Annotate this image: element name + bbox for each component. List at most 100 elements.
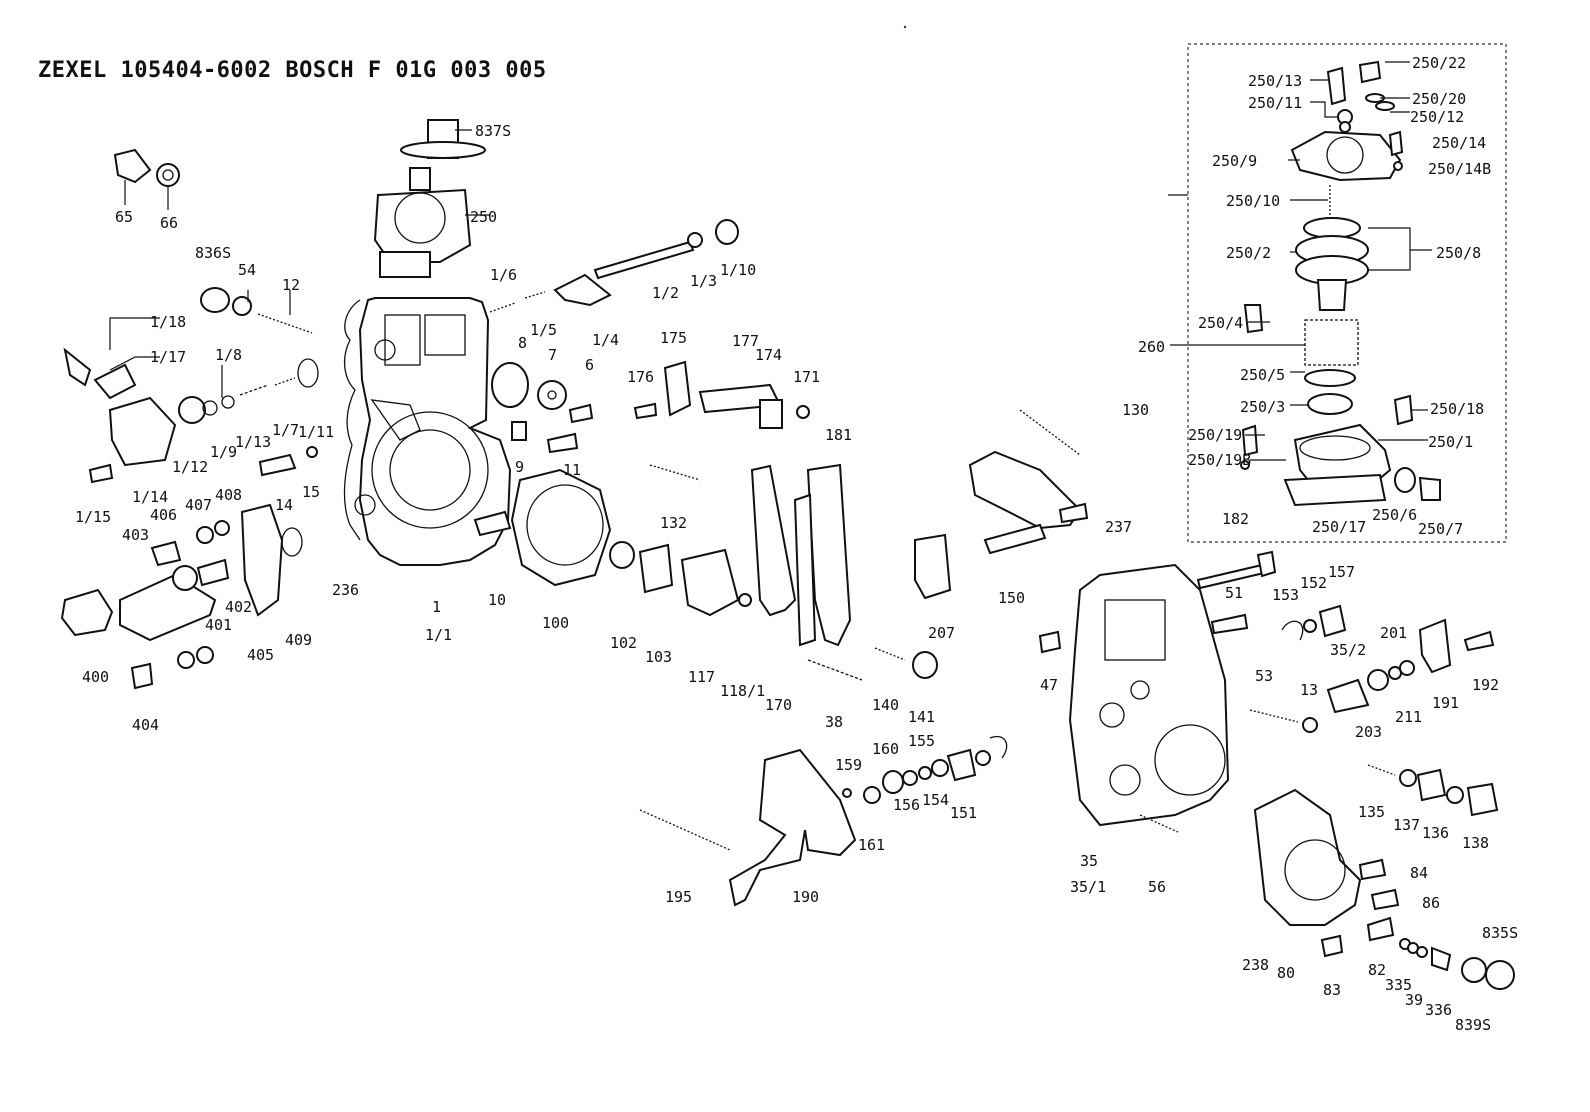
part-label-250-12: 250/12 bbox=[1410, 108, 1464, 126]
part-label-403: 403 bbox=[122, 526, 149, 544]
part-label-161: 161 bbox=[858, 836, 885, 854]
part-label-236: 236 bbox=[332, 581, 359, 599]
part-label-1-12: 1/12 bbox=[172, 458, 208, 476]
part-label-15: 15 bbox=[302, 483, 320, 501]
part-label-250-19b: 250/19B bbox=[1188, 451, 1251, 469]
part-label-177: 177 bbox=[732, 332, 759, 350]
part-label-405: 405 bbox=[247, 646, 274, 664]
cover-238 bbox=[1253, 788, 1362, 926]
part-label-155: 155 bbox=[908, 732, 935, 750]
part-label-335: 335 bbox=[1385, 976, 1412, 994]
part-label-250-19: 250/19 bbox=[1188, 426, 1242, 444]
part-label-160: 160 bbox=[872, 740, 899, 758]
part-label-250-6: 250/6 bbox=[1372, 506, 1417, 524]
part-label-409: 409 bbox=[285, 631, 312, 649]
part-label-1-10: 1/10 bbox=[720, 261, 756, 279]
part-label-181: 181 bbox=[825, 426, 852, 444]
part-label-6: 6 bbox=[585, 356, 594, 374]
part-label-1-13: 1/13 bbox=[235, 433, 271, 451]
part-label-250-17: 250/17 bbox=[1312, 518, 1366, 536]
part-label-136: 136 bbox=[1422, 824, 1449, 842]
part-label-137: 137 bbox=[1393, 816, 1420, 834]
detail-box-parts bbox=[1240, 60, 1441, 507]
part-label-207: 207 bbox=[928, 624, 955, 642]
part-label-82: 82 bbox=[1368, 961, 1386, 979]
part-label-837s: 837S bbox=[475, 122, 511, 140]
part-label-152: 152 bbox=[1300, 574, 1327, 592]
part-label-51: 51 bbox=[1225, 584, 1243, 602]
part-label-191: 191 bbox=[1432, 694, 1459, 712]
small-parts-15x bbox=[842, 735, 1008, 804]
part-label-118-1: 118/1 bbox=[720, 682, 765, 700]
leader-lines bbox=[109, 61, 1432, 461]
cover-250 bbox=[373, 119, 486, 278]
part-label-1: 1 bbox=[432, 598, 441, 616]
spring-132 bbox=[649, 464, 701, 481]
detail-box bbox=[1187, 43, 1507, 543]
part-label-250-10: 250/10 bbox=[1226, 192, 1280, 210]
part-label-407: 407 bbox=[185, 496, 212, 514]
part-label-80: 80 bbox=[1277, 964, 1295, 982]
shaft-parts bbox=[489, 219, 739, 313]
part-label-250-14b: 250/14B bbox=[1428, 160, 1491, 178]
part-label-839s: 839S bbox=[1455, 1016, 1491, 1034]
part-label-192: 192 bbox=[1472, 676, 1499, 694]
part-label-1-11: 1/11 bbox=[298, 423, 334, 441]
part-label-102: 102 bbox=[610, 634, 637, 652]
left-parts bbox=[60, 287, 319, 690]
part-label-1-7: 1/7 bbox=[272, 421, 299, 439]
part-label-14: 14 bbox=[275, 496, 293, 514]
housing-237 bbox=[1068, 563, 1230, 827]
part-label-38: 38 bbox=[825, 713, 843, 731]
part-label-39: 39 bbox=[1405, 991, 1423, 1009]
part-label-250-5: 250/5 bbox=[1240, 366, 1285, 384]
part-label-1-3: 1/3 bbox=[690, 272, 717, 290]
part-label-250-1: 250/1 bbox=[1428, 433, 1473, 451]
part-label-150: 150 bbox=[998, 589, 1025, 607]
part-label-408: 408 bbox=[215, 486, 242, 504]
part-label-1-17: 1/17 bbox=[150, 348, 186, 366]
screw-parts-38-141 bbox=[807, 647, 938, 681]
part-label-404: 404 bbox=[132, 716, 159, 734]
part-label-836s: 836S bbox=[195, 244, 231, 262]
part-label-250-20: 250/20 bbox=[1412, 90, 1466, 108]
part-label-12: 12 bbox=[282, 276, 300, 294]
gasket-236 bbox=[343, 299, 361, 541]
part-label-1-14: 1/14 bbox=[132, 488, 168, 506]
part-label-250-11: 250/11 bbox=[1248, 94, 1302, 112]
part-label-65: 65 bbox=[115, 208, 133, 226]
part-label-400: 400 bbox=[82, 668, 109, 686]
part-label-159: 159 bbox=[835, 756, 862, 774]
part-label-10: 10 bbox=[488, 591, 506, 609]
part-label-250-9: 250/9 bbox=[1212, 152, 1257, 170]
part-label-250-7: 250/7 bbox=[1418, 520, 1463, 538]
part-label-203: 203 bbox=[1355, 723, 1382, 741]
part-label-835s: 835S bbox=[1482, 924, 1518, 942]
part-label-47: 47 bbox=[1040, 676, 1058, 694]
part-label-54: 54 bbox=[238, 261, 256, 279]
part-label-211: 211 bbox=[1395, 708, 1422, 726]
part-label-100: 100 bbox=[542, 614, 569, 632]
diagram-title: ZEXEL 105404-6002 BOSCH F 01G 003 005 bbox=[38, 58, 547, 83]
part-label-83: 83 bbox=[1323, 981, 1341, 999]
part-label-250-3: 250/3 bbox=[1240, 398, 1285, 416]
part-label-190: 190 bbox=[792, 888, 819, 906]
part-label-1-1: 1/1 bbox=[425, 626, 452, 644]
part-label-8: 8 bbox=[518, 334, 527, 352]
part-label-201: 201 bbox=[1380, 624, 1407, 642]
part-label-182: 182 bbox=[1222, 510, 1249, 528]
part-label-11: 11 bbox=[563, 461, 581, 479]
part-label-138: 138 bbox=[1462, 834, 1489, 852]
part-label-141: 141 bbox=[908, 708, 935, 726]
main-housing bbox=[354, 297, 512, 566]
part-label-1-5: 1/5 bbox=[530, 321, 557, 339]
part-label-170: 170 bbox=[765, 696, 792, 714]
part-label-53: 53 bbox=[1255, 667, 1273, 685]
part-label-250-18: 250/18 bbox=[1430, 400, 1484, 418]
part-label-13: 13 bbox=[1300, 681, 1318, 699]
rings-153-157 bbox=[1281, 604, 1347, 641]
part-label-401: 401 bbox=[205, 616, 232, 634]
part-label-238: 238 bbox=[1242, 956, 1269, 974]
part-label-103: 103 bbox=[645, 648, 672, 666]
